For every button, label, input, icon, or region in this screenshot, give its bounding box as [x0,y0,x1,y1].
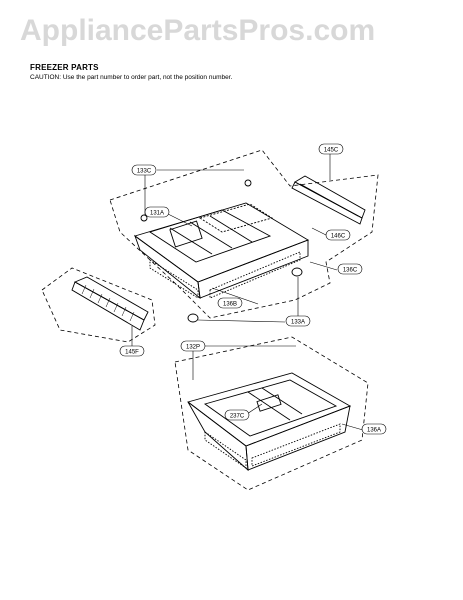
watermark-logo: AppliancePartsPros.com [20,14,376,47]
svg-text:132P: 132P [186,345,200,351]
callout-136c: 136C [337,263,363,275]
svg-text:136A: 136A [367,428,381,434]
lower-assembly-boundary [174,336,369,491]
callout-145f: 145F [119,345,145,357]
svg-text:133C: 133C [137,169,152,175]
lower-basket [187,372,352,472]
callout-145c: 145C [318,143,344,155]
callout-136b: 136B [217,297,243,309]
divider-boundary [41,267,156,343]
upper-drawer [134,202,310,300]
upper-assembly-boundary [109,149,379,319]
svg-text:145C: 145C [324,148,339,154]
callout-leaders [131,150,364,431]
callout-237c: 237C [224,409,250,421]
svg-text:131A: 131A [150,211,164,217]
callout-136a: 136A [361,423,387,435]
svg-text:145F: 145F [125,350,139,356]
page-title: FREEZER PARTS [30,63,99,72]
divider-145f [71,276,149,331]
caution-note: CAUTION: Use the part number to order pa… [30,74,233,81]
rail-145c [291,175,366,225]
callout-133a: 133A [285,315,311,327]
callout-131a: 131A [144,206,170,218]
svg-text:237C: 237C [230,414,245,420]
clips [140,179,303,323]
svg-text:133A: 133A [291,320,305,326]
callout-132p: 132P [180,340,206,352]
callout-133c: 133C [131,164,157,176]
svg-text:146C: 146C [331,234,346,240]
svg-text:136C: 136C [343,268,358,274]
callout-146c: 146C [325,229,351,241]
svg-text:136B: 136B [223,302,237,308]
